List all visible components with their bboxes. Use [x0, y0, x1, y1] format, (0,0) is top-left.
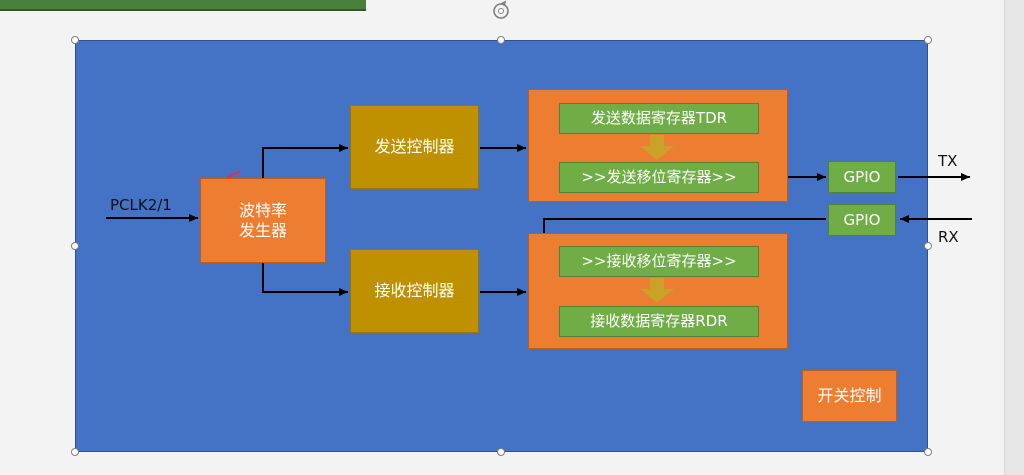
- selection-handle-ml[interactable]: [71, 242, 79, 250]
- rotate-handle-icon[interactable]: [490, 0, 512, 22]
- tx-pin-label: TX: [938, 152, 958, 170]
- connector-baud-to-tx: [262, 144, 348, 178]
- tx-controller[interactable]: 发送控制器: [350, 105, 479, 189]
- tdr-register[interactable]: 发送数据寄存器TDR: [559, 103, 759, 134]
- down-arrow-icon: [640, 135, 674, 160]
- selection-handle-br[interactable]: [924, 448, 932, 456]
- rx-controller[interactable]: 接收控制器: [350, 249, 479, 333]
- rx-shift-register[interactable]: >>接收移位寄存器>>: [559, 246, 759, 277]
- selection-handle-bl[interactable]: [71, 448, 79, 456]
- baud-rate-generator[interactable]: 波特率 发生器: [200, 178, 326, 263]
- title-bar-fragment: [0, 0, 366, 11]
- down-arrow-icon: [640, 278, 674, 303]
- rx-pin-label: RX: [938, 228, 959, 246]
- gpio-rx[interactable]: GPIO: [828, 204, 896, 236]
- input-clock-label: PCLK2/1: [110, 196, 172, 214]
- gpio-tx[interactable]: GPIO: [828, 161, 896, 193]
- tx-shift-register[interactable]: >>发送移位寄存器>>: [559, 162, 759, 193]
- selection-handle-mr[interactable]: [924, 242, 932, 250]
- connector-baud-to-rx: [262, 263, 348, 296]
- rdr-register[interactable]: 接收数据寄存器RDR: [559, 306, 759, 337]
- selection-handle-tm[interactable]: [497, 36, 505, 44]
- right-scroll-panel[interactable]: [1004, 0, 1024, 475]
- selection-handle-tl[interactable]: [71, 36, 79, 44]
- switch-control[interactable]: 开关控制: [802, 370, 897, 422]
- selection-handle-tr[interactable]: [924, 36, 932, 44]
- selection-handle-bm[interactable]: [497, 448, 505, 456]
